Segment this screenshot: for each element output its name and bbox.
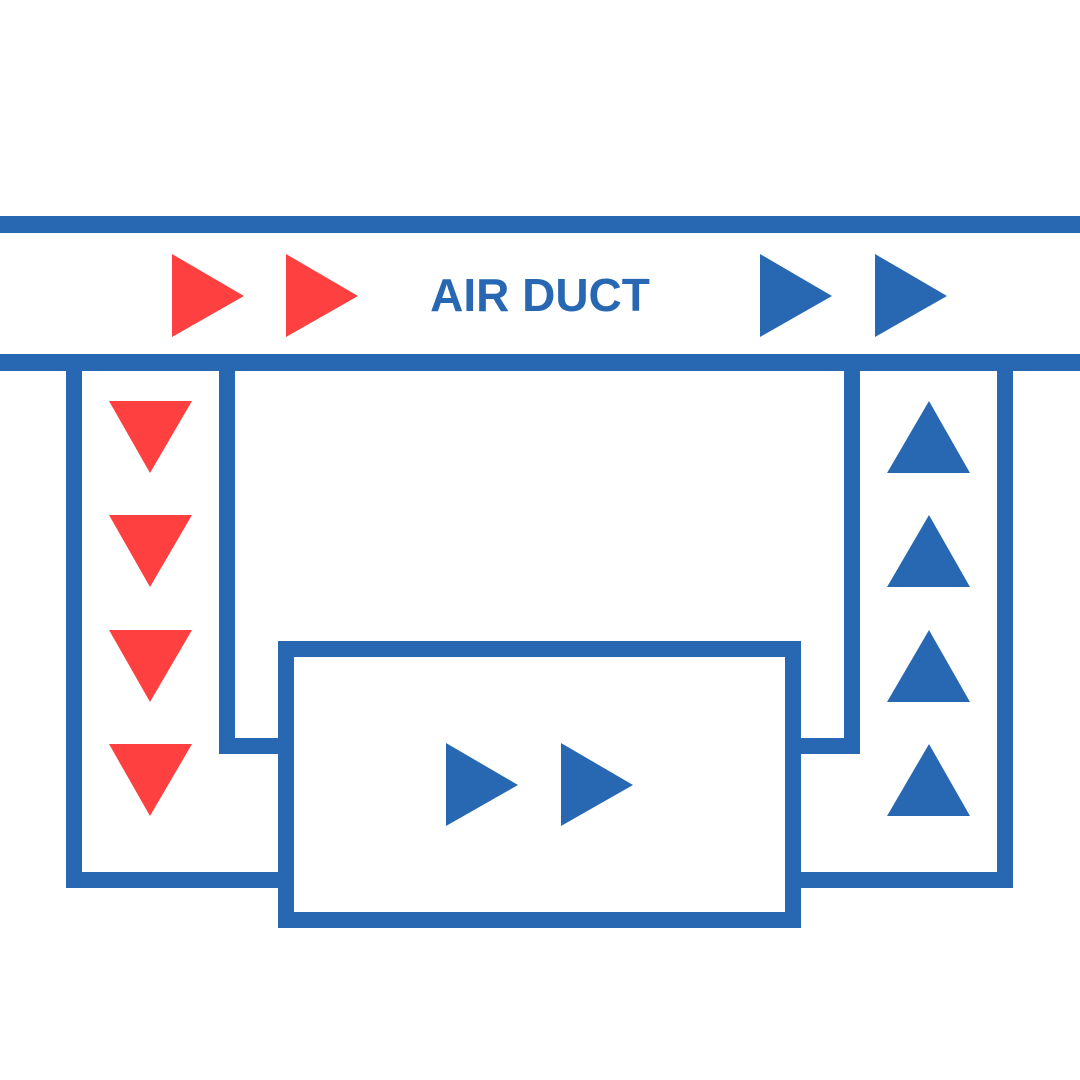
unit-box (278, 641, 801, 928)
duct-bottom-wall (0, 354, 1080, 371)
right-branch-inner-wall (793, 362, 860, 754)
left-branch-inner-wall (219, 362, 286, 754)
flow-arrow-down-icon (109, 744, 192, 816)
duct-out-arrows (760, 254, 947, 337)
flow-arrow-down-icon (109, 515, 192, 587)
up-branch-arrows (887, 401, 970, 816)
unit-arrows (446, 743, 633, 826)
flow-arrow-right-icon (875, 254, 947, 337)
right-branch-outer-wall (793, 362, 1013, 888)
flow-arrow-up-icon (887, 401, 970, 473)
down-branch-arrows (109, 401, 192, 816)
flow-arrow-right-icon (760, 254, 832, 337)
flow-arrow-right-icon (286, 254, 358, 337)
duct-label: AIR DUCT (430, 269, 650, 321)
flow-arrow-down-icon (109, 401, 192, 473)
duct-top-wall (0, 216, 1080, 233)
left-branch-outer-wall (66, 362, 286, 888)
flow-arrow-right-icon (446, 743, 518, 826)
duct-in-arrows (172, 254, 358, 337)
flow-arrow-up-icon (887, 515, 970, 587)
flow-arrow-right-icon (172, 254, 244, 337)
flow-arrow-down-icon (109, 630, 192, 702)
flow-arrow-up-icon (887, 630, 970, 702)
flow-arrow-right-icon (561, 743, 633, 826)
flow-arrow-up-icon (887, 744, 970, 816)
